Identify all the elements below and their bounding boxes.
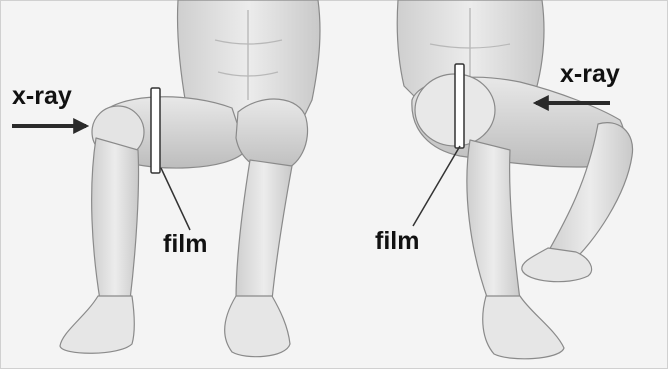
standing-leg <box>467 140 520 300</box>
film-plate-left <box>151 88 160 173</box>
film-label-right: film <box>375 229 419 254</box>
xray-label-right: x-ray <box>560 62 620 87</box>
film-leader-line-right <box>413 146 460 226</box>
right-figure <box>397 0 632 359</box>
left-figure <box>60 0 320 357</box>
standing-foot <box>483 296 564 359</box>
left-foot <box>60 296 134 353</box>
film-label-left: film <box>163 232 207 257</box>
right-shin <box>236 160 292 300</box>
xray-label-left: x-ray <box>12 84 72 109</box>
film-leader-line-left <box>161 168 190 230</box>
left-shin <box>92 138 139 300</box>
right-thigh <box>236 99 308 172</box>
right-foot <box>225 296 290 357</box>
film-plate-right <box>455 64 464 148</box>
